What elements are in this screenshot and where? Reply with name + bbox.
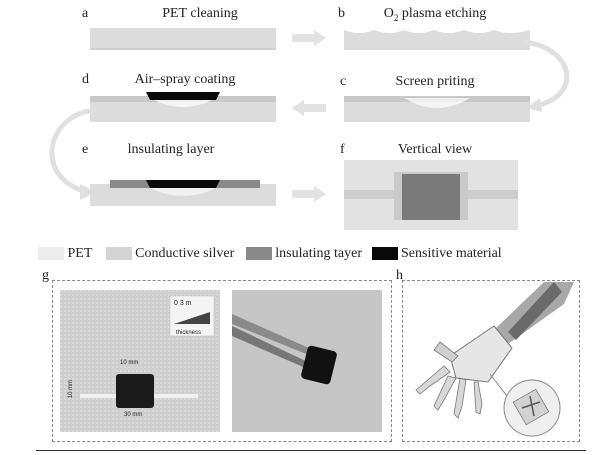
legend-swatch-pet	[38, 247, 64, 261]
bottom-rule	[36, 450, 586, 451]
panel-g-letter: g	[42, 268, 49, 283]
curved-arrow-left-down-icon	[49, 107, 97, 200]
arrow-left-icon	[292, 100, 326, 116]
legend-swatch-sensitive	[371, 247, 398, 261]
panel-b-title: O2 plasma etching	[360, 6, 510, 23]
panel-c-letter: c	[340, 74, 347, 89]
panel-d-title: Air–spray coating	[134, 72, 236, 87]
legend-item-sensitive: Sensitive material	[371, 246, 502, 261]
panel-f-letter: f	[340, 142, 345, 157]
legend-label-insulating: lnsulating tayer	[275, 246, 362, 261]
panel-b-title-prefix: O	[383, 6, 394, 21]
panel-g-frame	[52, 280, 392, 442]
panel-a-letter: a	[82, 6, 89, 21]
robotic-hand-illustration	[415, 282, 574, 437]
printed-substrate-c	[344, 96, 530, 122]
width-label: 10 mm	[120, 360, 139, 366]
height-label: 10 mm	[68, 379, 75, 399]
legend-item-silver: Conductive silver	[105, 246, 238, 261]
legend-label-pet: PET	[67, 246, 93, 261]
tweezers-image	[232, 290, 382, 432]
legend-swatch-silver	[105, 247, 132, 261]
legend-item-pet: PET	[38, 246, 96, 261]
bottom-label: 30 mm	[124, 412, 143, 418]
sensor-on-fabric-photo: 0 3 m thickness 10 mm 10 mm 30 mm	[60, 290, 220, 432]
arrow-right-icon	[292, 186, 326, 202]
panel-e-letter: e	[82, 142, 89, 157]
vertical-view-diagram	[344, 160, 518, 230]
panel-a-title: PET cleaning	[162, 6, 238, 21]
panel-h-letter: h	[396, 268, 403, 283]
legend-label-silver: Conductive silver	[135, 246, 235, 261]
panel-d-letter: d	[82, 72, 89, 87]
arrow-right-icon	[292, 30, 326, 46]
fabric-texture	[60, 290, 220, 432]
curved-arrow-down-icon	[523, 40, 570, 112]
pet-substrate-a	[90, 28, 276, 50]
panel-b-letter: b	[338, 6, 345, 21]
legend: PET Conductive silver lnsulating tayer S…	[38, 244, 593, 262]
legend-swatch-insulating	[245, 247, 272, 261]
legend-item-insulating: lnsulating tayer	[245, 246, 366, 261]
panel-h-frame	[402, 280, 580, 442]
panel-b-title-rest: plasma etching	[398, 6, 487, 21]
tweezers-photo	[232, 290, 382, 432]
panel-e-title: lnsulating layer	[127, 142, 215, 157]
panel-b-title-sub: 2	[393, 12, 399, 23]
etched-substrate-b	[344, 30, 530, 50]
panel-c-title: Screen priting	[395, 74, 475, 89]
scale-unit: thickness	[176, 330, 202, 336]
coated-substrate-d	[90, 92, 276, 122]
panel-f-title: Vertical view	[397, 142, 473, 157]
scale-values: 0 3 m	[174, 300, 192, 307]
insulated-substrate-e	[90, 180, 276, 206]
legend-label-sensitive: Sensitive material	[401, 246, 502, 261]
